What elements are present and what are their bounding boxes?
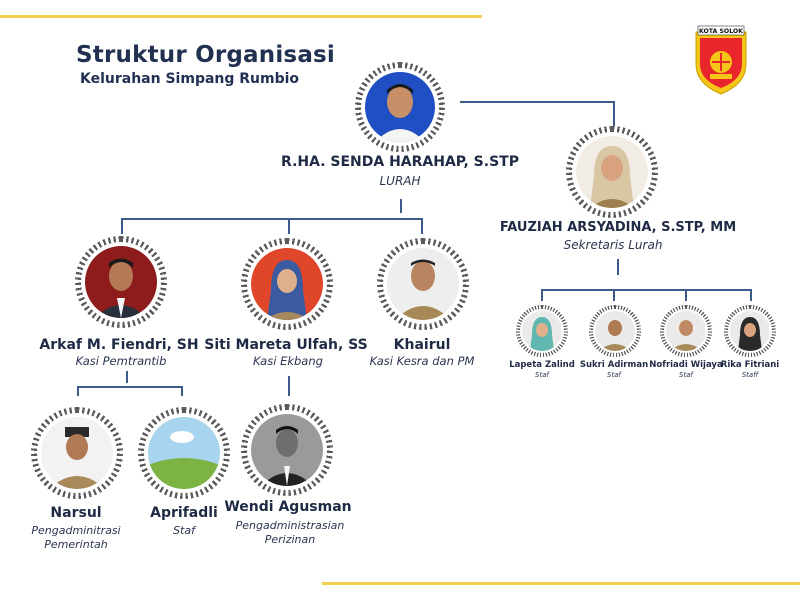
- connector-sekretaris-down: [617, 259, 619, 275]
- connector-staf4-drop: [750, 289, 752, 301]
- role-sekretaris: Sekretaris Lurah: [563, 238, 663, 252]
- photo-sukri: [589, 305, 641, 357]
- connector-staf1-drop: [541, 289, 543, 301]
- name-sekretaris: FAUZIAH ARSYADINA, S.STP, MM: [499, 220, 737, 235]
- role-kasi-pemtrantib: Kasi Pemtrantib: [75, 354, 167, 368]
- connector-narsul-drop: [77, 386, 79, 396]
- connector-staf2-drop: [613, 289, 615, 301]
- connector-pemtrantib-horizontal: [77, 386, 183, 388]
- name-rika: Rika Fitriani: [720, 360, 780, 370]
- name-sukri: Sukri Adirman: [579, 360, 649, 370]
- name-wendi: Wendi Agusman: [224, 499, 352, 515]
- page-title: Struktur Organisasi: [76, 42, 336, 68]
- photo-narsul: [31, 407, 123, 499]
- connector-kasi1-drop: [121, 218, 123, 234]
- name-kasi-ekbang: Siti Mareta Ulfah, SS: [204, 337, 368, 353]
- connector-aprifadli-drop: [181, 386, 183, 396]
- photo-sekretaris: [566, 126, 658, 218]
- connector-ekbang-down: [288, 376, 290, 396]
- connector-lurah-down: [400, 199, 402, 213]
- photo-rika: [724, 305, 776, 357]
- connector-kasi-horizontal: [121, 218, 423, 220]
- kota-solok-logo: KOTA SOLOK: [690, 24, 752, 96]
- name-lurah: R.HA. SENDA HARAHAP, S.STP: [281, 154, 519, 170]
- photo-aprifadli: [138, 407, 230, 499]
- photo-lapeta: [516, 305, 568, 357]
- role-kasi-kesra: Kasi Kesra dan PM: [369, 354, 475, 368]
- role-wendi-line2: Perizinan: [264, 533, 316, 546]
- role-narsul-line2: Pemerintah: [44, 538, 108, 551]
- name-nofriadi: Nofriadi Wijaya: [649, 360, 723, 370]
- photo-wendi: [241, 404, 333, 496]
- top-accent-bar: [0, 15, 482, 18]
- connector-staf-horizontal: [541, 289, 752, 291]
- role-lapeta: Staf: [535, 371, 549, 379]
- role-lurah: LURAH: [379, 174, 421, 188]
- role-aprifadli: Staf: [173, 524, 195, 537]
- connector-sekretaris-drop: [613, 101, 615, 129]
- role-nofriadi: Staf: [679, 371, 693, 379]
- logo-text: KOTA SOLOK: [699, 28, 743, 35]
- photo-lurah: [355, 62, 445, 152]
- bottom-accent-bar: [322, 582, 800, 585]
- connector-kasi2-drop: [288, 218, 290, 234]
- role-wendi-line1: Pengadministrasian: [235, 519, 345, 532]
- name-lapeta: Lapeta Zalind: [509, 360, 575, 370]
- role-kasi-ekbang: Kasi Ekbang: [253, 354, 323, 368]
- role-sukri: Staf: [607, 371, 621, 379]
- connector-kasi3-drop: [421, 218, 423, 234]
- photo-kasi-ekbang: [241, 238, 333, 330]
- name-narsul: Narsul: [50, 505, 102, 521]
- connector-staf3-drop: [685, 289, 687, 301]
- name-aprifadli: Aprifadli: [150, 505, 218, 521]
- photo-nofriadi: [660, 305, 712, 357]
- role-narsul-line1: Pengadminitrasi: [31, 524, 121, 537]
- photo-kasi-pemtrantib: [75, 236, 167, 328]
- name-kasi-kesra: Khairul: [393, 337, 451, 353]
- photo-kasi-kesra: [377, 238, 469, 330]
- page-subtitle: Kelurahan Simpang Rumbio: [80, 71, 300, 87]
- name-kasi-pemtrantib: Arkaf M. Fiendri, SH: [39, 337, 199, 353]
- role-rika: Staff: [741, 371, 759, 379]
- connector-lurah-to-sekretaris: [460, 101, 614, 103]
- connector-pemtrantib-down: [126, 371, 128, 383]
